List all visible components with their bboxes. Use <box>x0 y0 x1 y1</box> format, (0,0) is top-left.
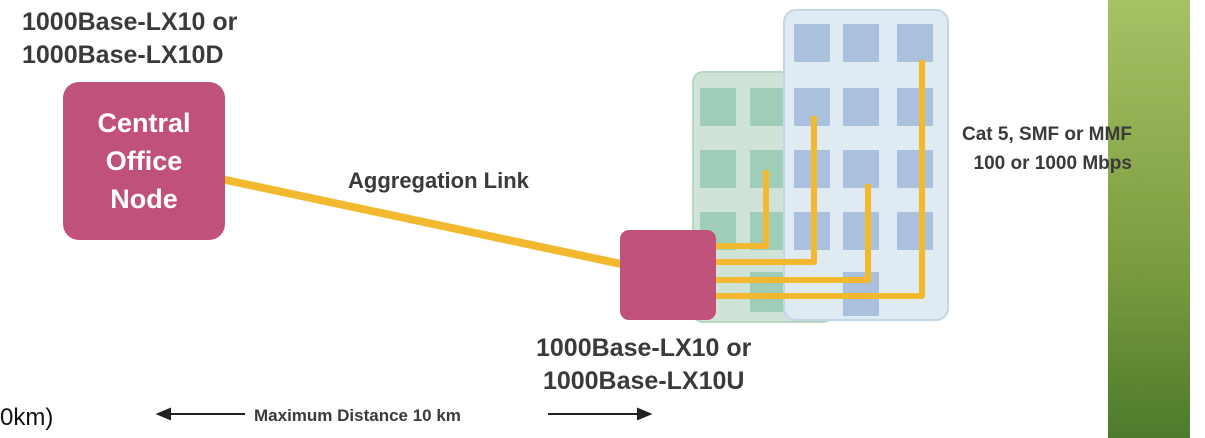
central-office-line-1: Central <box>97 108 191 138</box>
central-office-node: Central Office Node <box>63 82 225 240</box>
cut-off-text: 0km) <box>0 404 54 431</box>
aggregation-link-line <box>222 176 644 272</box>
aggregation-link-label: Aggregation Link <box>348 168 529 193</box>
cabling-label-line-2: 100 or 1000 Mbps <box>973 153 1132 174</box>
top-device-label-line-2: 1000Base-LX10D <box>22 41 224 69</box>
distance-arrow <box>155 407 653 421</box>
top-device-label-line-1: 1000Base-LX10 or <box>22 8 238 36</box>
side-accent-bar <box>1108 0 1190 438</box>
bottom-device-label-line-1: 1000Base-LX10 or <box>536 334 752 362</box>
bottom-device-label-line-2: 1000Base-LX10U <box>542 367 745 395</box>
building-switch-node <box>620 230 716 320</box>
max-distance-label: Maximum Distance 10 km <box>254 406 461 425</box>
building-feeder-links <box>712 60 925 299</box>
front-building <box>783 9 949 321</box>
top-device-label: 1000Base-LX10 or 1000Base-LX10D <box>22 6 237 72</box>
cabling-label-line-1: Cat 5, SMF or MMF <box>962 124 1132 145</box>
bottom-device-label: 1000Base-LX10 or 1000Base-LX10U <box>536 332 751 398</box>
cabling-label: Cat 5, SMF or MMF 100 or 1000 Mbps <box>962 120 1132 178</box>
central-office-line-2: Office <box>105 146 183 176</box>
central-office-line-3: Node <box>110 184 178 214</box>
